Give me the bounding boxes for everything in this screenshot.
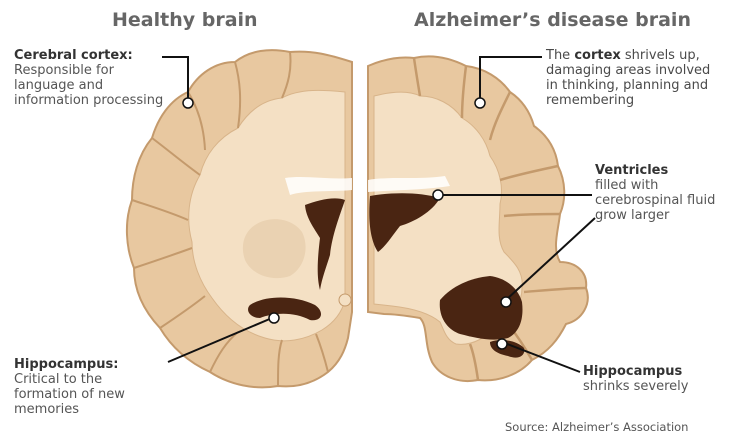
hippocampus-alzheimers-desc: shrinks severely <box>583 379 723 394</box>
healthy-brainstem-tip <box>339 294 351 306</box>
dot-cortex-left <box>183 98 193 108</box>
cerebral-cortex-label: Cerebral cortex: Responsible for languag… <box>14 48 164 108</box>
dot-hippocampus-right <box>497 339 507 349</box>
ventricles-label: Ventricles filled with cerebrospinal flu… <box>595 163 725 223</box>
dot-ventricle-lower <box>501 297 511 307</box>
ventricles-desc: filled with cerebrospinal fluid grow lar… <box>595 178 725 223</box>
cortex-shrivels-pre: The <box>546 48 574 63</box>
dot-hippocampus-left <box>269 313 279 323</box>
source-credit: Source: Alzheimer’s Association <box>505 420 688 434</box>
cortex-shrivels-bold: cortex <box>574 48 620 63</box>
ventricles-name: Ventricles <box>595 163 668 178</box>
hippocampus-healthy-name: Hippocampus: <box>14 357 118 372</box>
dot-cortex-right <box>475 98 485 108</box>
cortex-shrivels-label: The cortex shrivels up, damaging areas i… <box>546 48 726 108</box>
cerebral-cortex-name: Cerebral cortex: <box>14 48 133 63</box>
hippocampus-healthy-label: Hippocampus: Critical to the formation o… <box>14 357 164 417</box>
hippocampus-alzheimers-label: Hippocampus shrinks severely <box>583 364 723 394</box>
healthy-thalamus <box>243 219 306 278</box>
hippocampus-healthy-desc: Critical to the formation of new memorie… <box>14 372 164 417</box>
hippocampus-alzheimers-name: Hippocampus <box>583 364 682 379</box>
cerebral-cortex-desc: Responsible for language and information… <box>14 63 164 108</box>
dot-ventricles <box>433 190 443 200</box>
